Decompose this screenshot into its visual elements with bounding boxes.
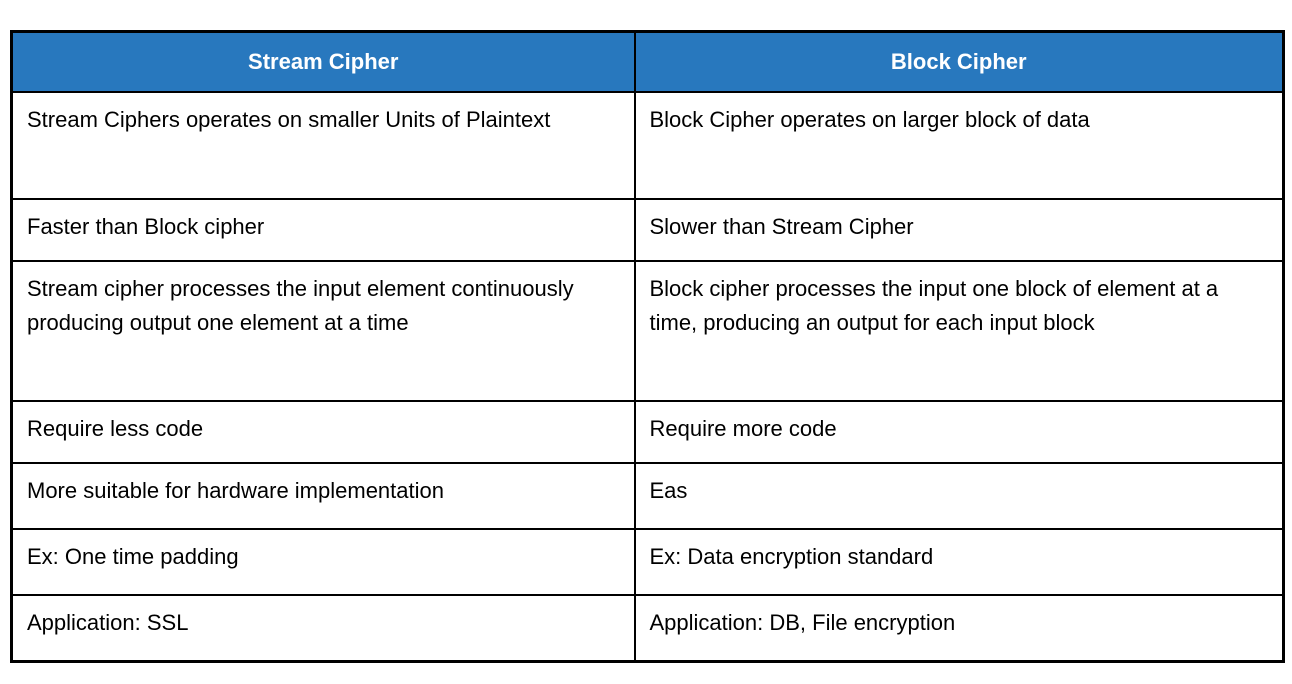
column-header-block-cipher: Block Cipher: [633, 30, 1285, 93]
stream-cipher-cell: Require less code: [10, 399, 636, 464]
block-cipher-cell: Block cipher processes the input one blo…: [633, 259, 1285, 402]
stream-cipher-cell: Ex: One time padding: [10, 527, 636, 596]
table-row: Ex: One time padding Ex: Data encryption…: [10, 527, 1285, 596]
table-row: Stream cipher processes the input elemen…: [10, 259, 1285, 402]
block-cipher-cell: Eas: [633, 461, 1285, 530]
stream-cipher-cell: More suitable for hardware implementatio…: [10, 461, 636, 530]
block-cipher-cell: Application: DB, File encryption: [633, 593, 1285, 663]
cipher-comparison-table: Stream Cipher Block Cipher Stream Cipher…: [10, 30, 1285, 663]
header-row: Stream Cipher Block Cipher: [10, 30, 1285, 93]
table-row: Application: SSL Application: DB, File e…: [10, 593, 1285, 663]
block-cipher-cell: Ex: Data encryption standard: [633, 527, 1285, 596]
block-cipher-cell: Slower than Stream Cipher: [633, 197, 1285, 262]
stream-cipher-cell: Faster than Block cipher: [10, 197, 636, 262]
stream-cipher-cell: Stream Ciphers operates on smaller Units…: [10, 90, 636, 200]
column-header-stream-cipher: Stream Cipher: [10, 30, 636, 93]
stream-cipher-cell: Application: SSL: [10, 593, 636, 663]
block-cipher-cell: Require more code: [633, 399, 1285, 464]
block-cipher-cell: Block Cipher operates on larger block of…: [633, 90, 1285, 200]
table-row: More suitable for hardware implementatio…: [10, 461, 1285, 530]
table-row: Require less code Require more code: [10, 399, 1285, 464]
table-row: Faster than Block cipher Slower than Str…: [10, 197, 1285, 262]
table-row: Stream Ciphers operates on smaller Units…: [10, 90, 1285, 200]
stream-cipher-cell: Stream cipher processes the input elemen…: [10, 259, 636, 402]
